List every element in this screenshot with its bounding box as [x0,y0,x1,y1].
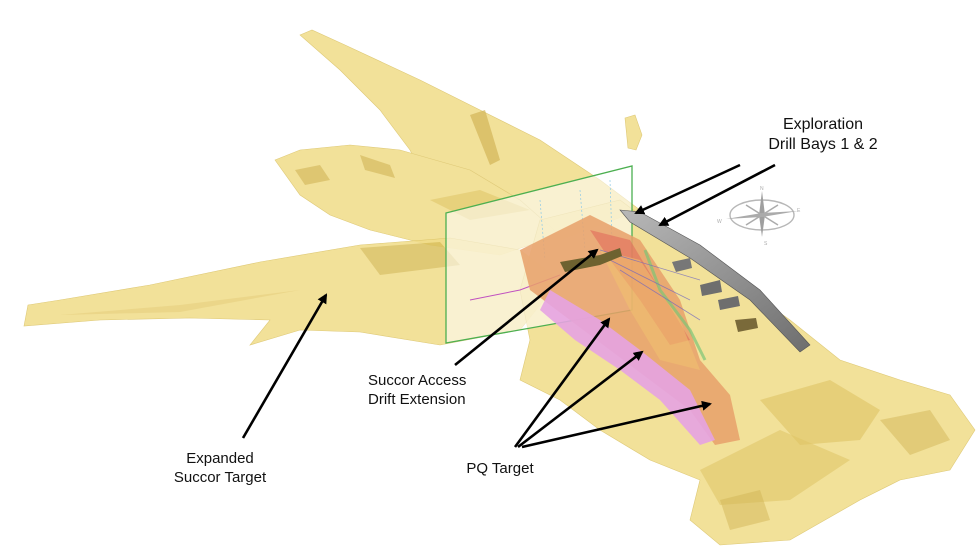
arrow-succor-access [454,248,599,367]
label-pq-target: PQ Target [466,460,534,477]
arrow-pq-target-3 [521,400,712,449]
arrow-expanded-succor [241,293,328,439]
svg-text:N: N [760,186,764,192]
arrow-drill-bay-1 [634,163,741,215]
svg-text:E: E [797,208,801,214]
svg-text:S: S [764,241,768,247]
arrow-drill-bay-2 [658,163,776,227]
geology-slice [520,215,740,445]
label-expanded-succor-target: Expanded Succor Target [173,450,267,486]
annotation-arrows [241,163,776,449]
label-succor-access-drift: Succor Access Drift Extension [368,372,467,408]
label-exploration-drill-bays: Exploration Drill Bays 1 & 2 [768,116,878,153]
compass-rose-icon: N E S W [717,186,801,247]
arrow-pq-target-1 [513,317,611,448]
arrow-pq-target-2 [517,350,644,449]
svg-text:W: W [717,219,722,225]
